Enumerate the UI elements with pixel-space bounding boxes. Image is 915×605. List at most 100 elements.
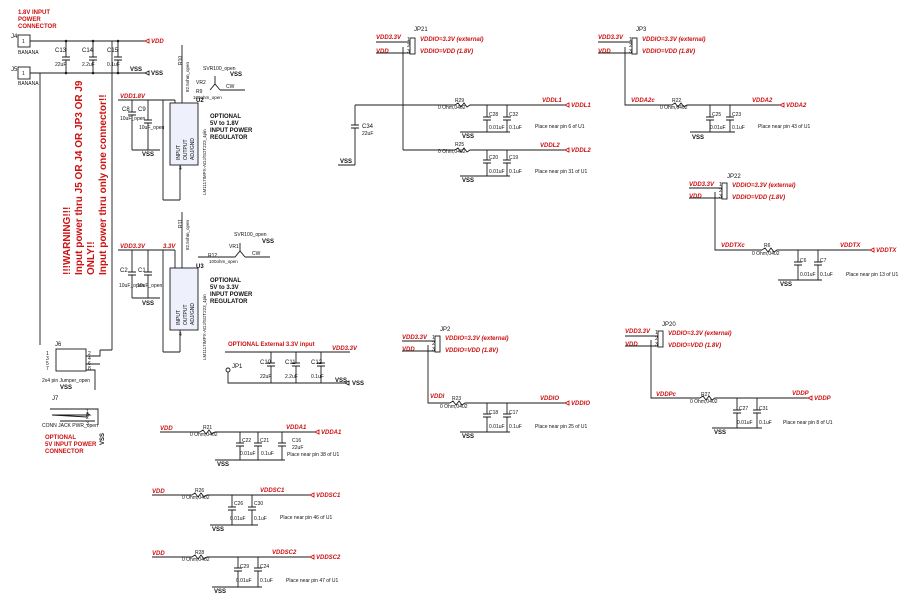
u2-regulator-block: U2 INPUT OUTPUT ADJ/GND LM1117IMPX-ADJ/S…: [120, 45, 253, 201]
u3-vss: VSS: [142, 301, 154, 307]
c20-val: 0.01uF: [489, 169, 505, 175]
jp21-p3: 3: [407, 49, 410, 55]
j6-val: 2x4 pin Jumper_open: [42, 378, 90, 384]
j4-ref: J4: [11, 34, 18, 40]
warning-line4: Input power thru only one connector!!: [98, 94, 109, 275]
r22-val: 0 Ohm,0402: [660, 105, 688, 111]
c26-val: 0.01uF: [230, 516, 246, 522]
net-vddl2: VDDL2: [540, 143, 560, 149]
jp22-p3: 3: [719, 194, 722, 200]
net-vddtx-port: VDDTX: [876, 248, 897, 254]
jp2-ext: VDDIO=3.3V (external): [445, 336, 509, 342]
u3-note-2: 5V to 3.3V: [210, 285, 239, 291]
j6-header[interactable]: [55, 348, 87, 372]
jp21-ext: VDDIO=3.3V (external): [420, 37, 484, 43]
vr2-cw: CW: [226, 84, 235, 90]
jp3-ref: JP3: [636, 27, 647, 33]
c26-ref: C26: [234, 501, 243, 507]
c15-val: 0.1uF: [107, 62, 120, 68]
r9-val: 100ohm_open: [193, 95, 222, 100]
r25-val: 0 Ohm,0402: [438, 149, 466, 155]
vr2-vss: VSS: [230, 72, 242, 78]
u3-pin-input: INPUT: [176, 310, 182, 325]
r21-val: 0 Ohm,0402: [190, 432, 218, 438]
c13-val: 22uF: [55, 62, 66, 68]
jp21-int: VDDIO=VDD (1.8V): [420, 49, 473, 55]
vddsc2-vss: VSS: [214, 589, 226, 595]
j7-pin1: 1: [86, 409, 89, 415]
c12-ref: C12: [311, 360, 323, 366]
j7-ref: J7: [52, 396, 59, 402]
place-p31: Place near pin 31 of U1: [535, 169, 587, 175]
c22-ref: C22: [242, 438, 251, 444]
warning-line1: !!!WARNING!!!: [62, 207, 73, 275]
net-vddtxc: VDDTXc: [721, 243, 745, 249]
c19-ref: C19: [509, 155, 518, 161]
net-vdda2: VDDA2: [752, 98, 773, 104]
jp20-net-vdd33: VDD3.3V: [625, 329, 651, 335]
net-vddio: VDDIO: [540, 396, 559, 402]
net-vddtx: VDDTX: [840, 243, 861, 249]
u3-regulator-block: VDD3.3V 3.3V U3 INPUT OUTPUT ADJ/GND LM1…: [118, 212, 274, 360]
jp22-p2: 2: [719, 188, 722, 194]
net-vdd18: VDD1.8V: [120, 94, 146, 100]
vddsc2-net-vdd: VDD: [152, 551, 165, 557]
ext33-net: VDD3.3V: [332, 346, 358, 352]
c21-val: 0.1uF: [261, 451, 274, 457]
u3-note-3: INPUT POWER: [210, 292, 253, 298]
jp21-net-vdd: VDD: [376, 49, 389, 55]
j7-opt-2: 5V INPUT POWER: [45, 442, 97, 448]
warning-line2: Input power thru J5 OR J4 OR JP3 OR J9: [74, 80, 85, 275]
u2-ref: U2: [196, 98, 204, 104]
c7-val: 0.1uF: [820, 272, 833, 278]
vddl1-vss: VSS: [462, 134, 474, 140]
c12-val: 0.1uF: [311, 374, 324, 380]
u3-chip[interactable]: [169, 267, 199, 331]
c17-val: 0.1uF: [509, 424, 522, 430]
u3-pin-adj: ADJ/GND: [190, 303, 196, 325]
c8-ref: C8: [122, 107, 130, 113]
j6-ref: J6: [55, 342, 62, 348]
c10-ref: C10: [260, 360, 272, 366]
u2-note-4: REGULATOR: [210, 135, 248, 141]
jp3-p3: 3: [629, 49, 632, 55]
jp2-p1: 1: [432, 335, 435, 341]
jp2-int: VDDIO=VDD (1.8V): [445, 348, 498, 354]
input-connector-block: 1.8V INPUT POWER CONNECTOR J4 1 BANANA J…: [11, 10, 175, 101]
u2-chip[interactable]: [169, 102, 199, 166]
jp3-net-vdd: VDD: [598, 49, 611, 55]
connector-title-line3: CONNECTOR: [18, 24, 57, 30]
place-p13: Place near pin 13 of U1: [846, 272, 898, 278]
j5-pin: 1: [22, 71, 25, 77]
jp22-block: JP22 VDD3.3V VDD 1 2 3 VDDIO=3.3V (exter…: [689, 174, 898, 288]
c14-val: 2.2uF: [82, 62, 95, 68]
jp22-ext: VDDIO=3.3V (external): [732, 183, 796, 189]
c8-val: 10uF_open: [120, 116, 146, 122]
c31-val: 0.1uF: [759, 420, 772, 426]
net-vdda2-port: VDDA2: [786, 103, 807, 109]
c25-val: 0.01uF: [710, 125, 726, 131]
r26-ref: R26: [195, 488, 204, 494]
jp21-p2: 2: [407, 43, 410, 49]
j6-pin5: 5: [46, 361, 49, 367]
ext33-vss2: VSS: [352, 381, 364, 387]
j5-type: BANANA: [18, 81, 39, 87]
c30-val: 0.1uF: [254, 516, 267, 522]
j4-type: BANANA: [18, 50, 39, 56]
jp2-p2: 2: [432, 341, 435, 347]
vdda1-net-vdd: VDD: [160, 426, 173, 432]
c6-val: 0.01uF: [800, 272, 816, 278]
jp20-p1: 1: [655, 330, 658, 336]
jp20-p3: 3: [655, 342, 658, 348]
jp21-ref: JP21: [414, 27, 428, 33]
jp1-ref: JP1: [232, 364, 243, 370]
r10-ref: R10: [178, 56, 184, 65]
j6-pin8: 8: [88, 366, 91, 372]
connector-title-line1: 1.8V INPUT: [18, 10, 50, 16]
net-vss-top: VSS: [130, 67, 142, 73]
net-vddl1: VDDL1: [542, 98, 562, 104]
c21-ref: C21: [260, 438, 269, 444]
c15-ref: C15: [107, 48, 119, 54]
c22-val: 0.01uF: [240, 451, 256, 457]
